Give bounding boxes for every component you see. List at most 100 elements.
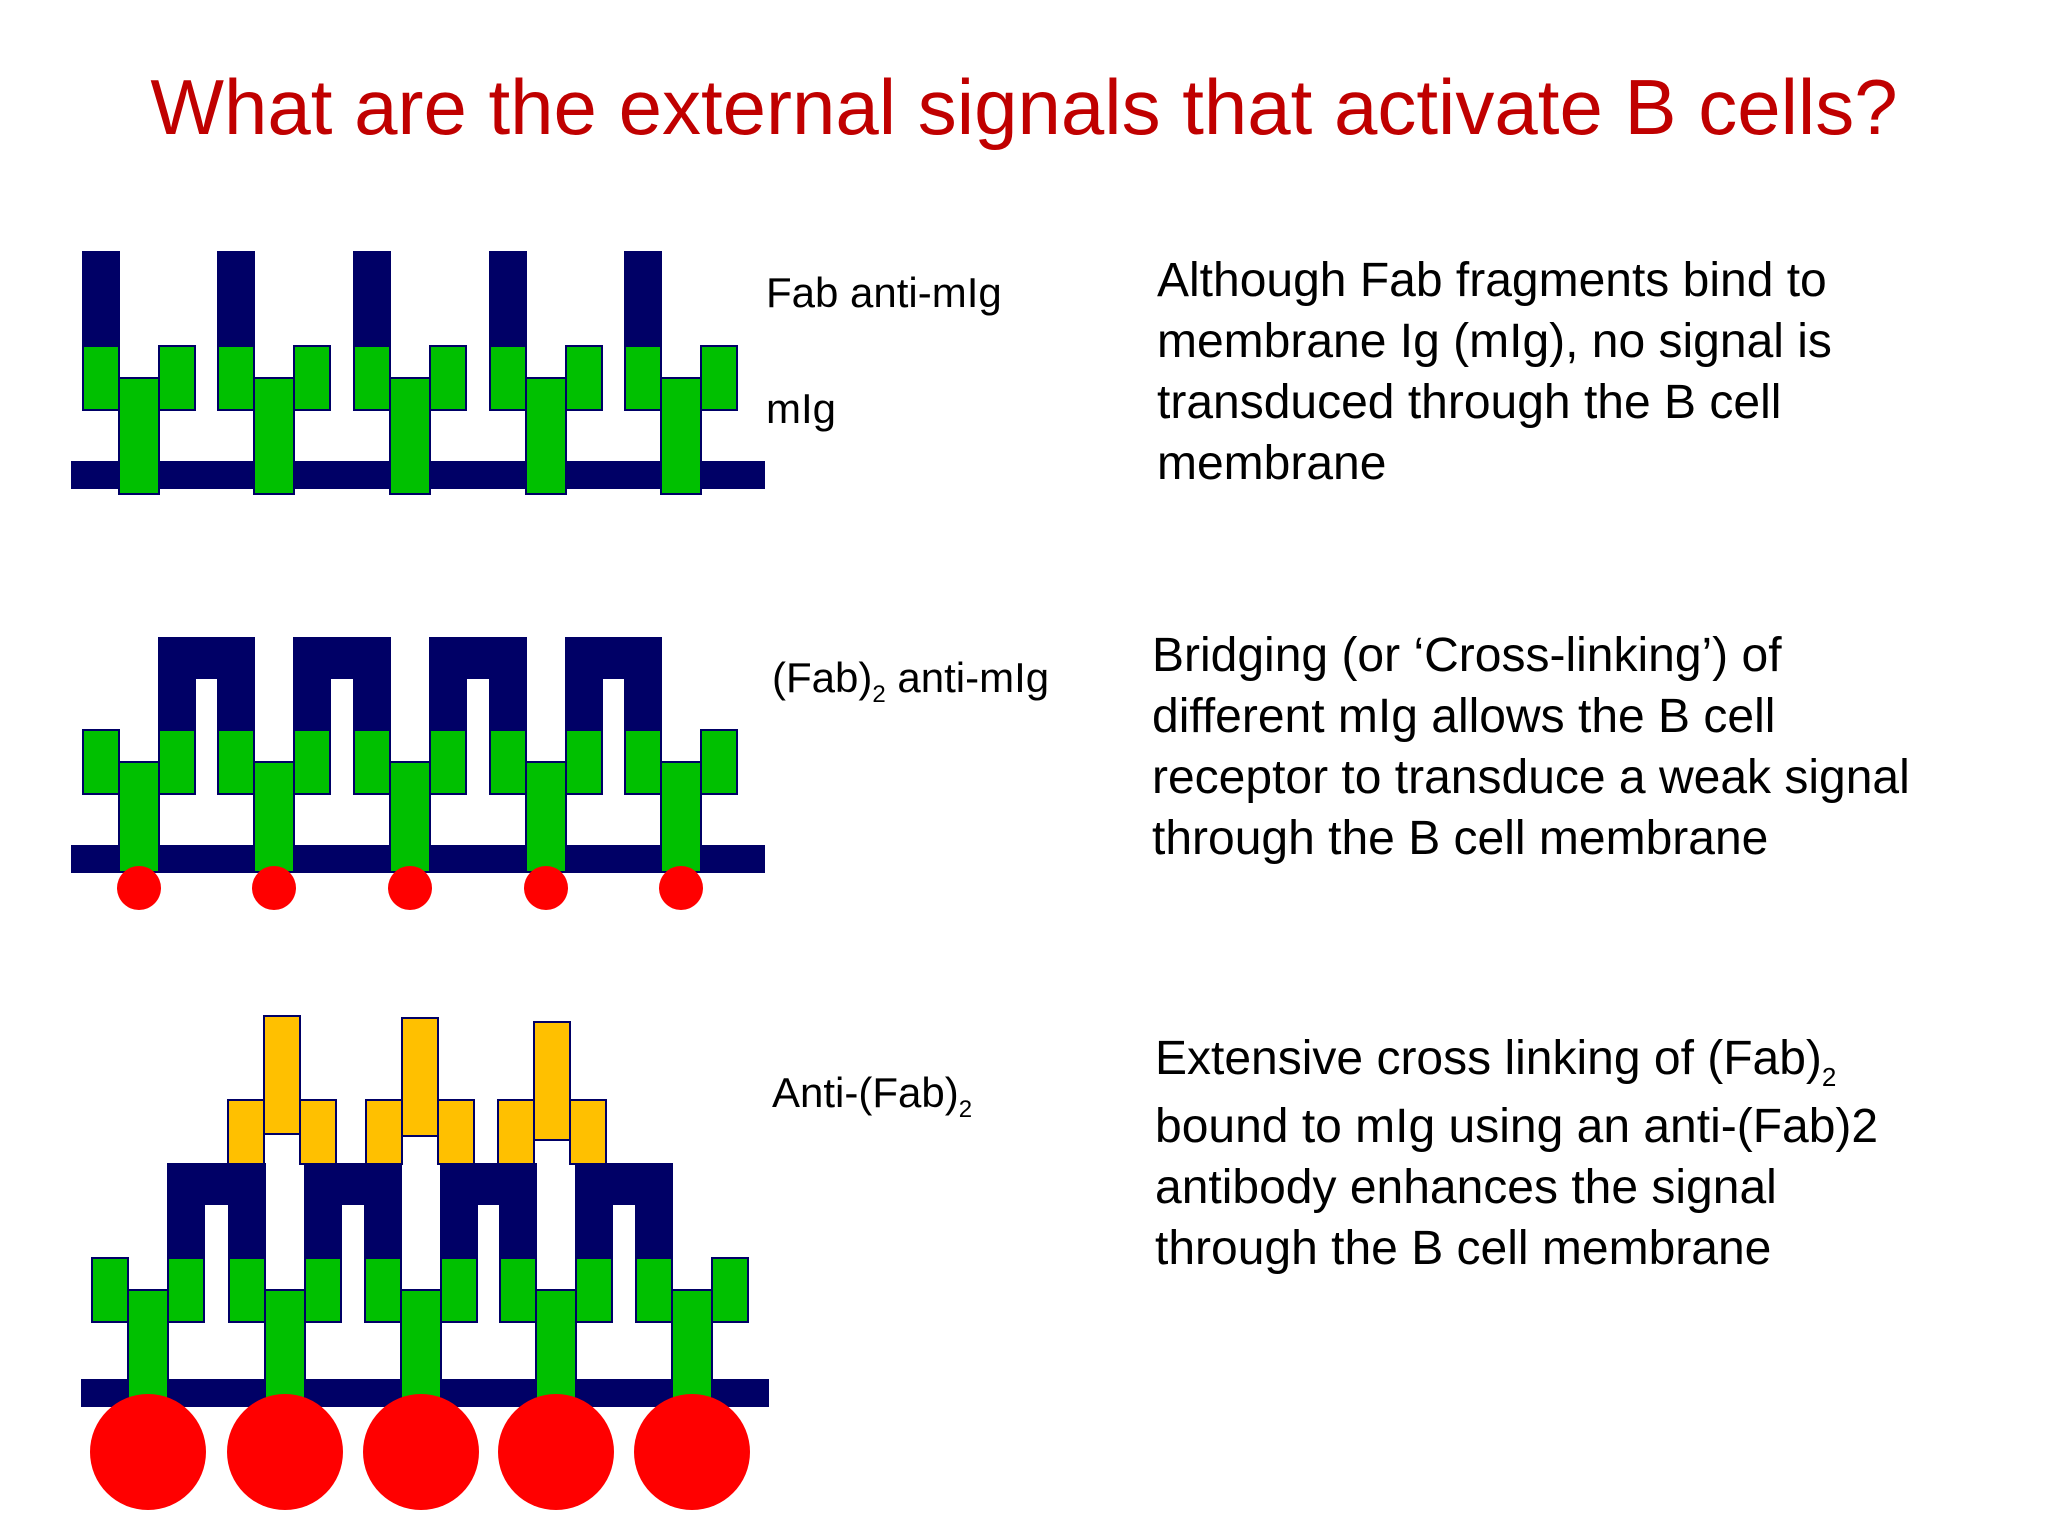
signal-dot xyxy=(659,866,703,910)
description-line: receptor to transduce a weak signal xyxy=(1152,751,1910,804)
description-line: Bridging (or ‘Cross-linking’) of xyxy=(1152,629,1782,682)
page-title: What are the external signals that activ… xyxy=(150,63,1898,151)
panel-anti-fab2 xyxy=(81,1015,769,1510)
signal-dot xyxy=(90,1394,206,1510)
anti-fab2-arm-left xyxy=(365,1099,403,1165)
mig-arm-left xyxy=(217,729,255,795)
mig-stem xyxy=(118,377,160,495)
mig-stem xyxy=(525,761,567,873)
mig-arm-right xyxy=(575,1257,613,1323)
anti-fab2-arm-right xyxy=(299,1099,337,1165)
mig-stem xyxy=(264,1289,306,1401)
mig-arm-left xyxy=(353,345,391,411)
fab-fragment xyxy=(82,251,120,347)
fab2-bridge xyxy=(565,637,662,679)
fab-fragment xyxy=(489,251,527,347)
anti-fab2-stem xyxy=(401,1017,439,1137)
label-text: anti-mIg xyxy=(885,654,1050,701)
mig-stem xyxy=(660,377,702,495)
description-line: antibody enhances the signal xyxy=(1155,1161,1777,1214)
panel-fab2-anti-mig xyxy=(71,637,765,910)
label-text: (Fab) xyxy=(772,654,873,701)
description-line: Although Fab fragments bind to xyxy=(1157,254,1827,307)
signal-dot xyxy=(227,1394,343,1510)
signal-dot xyxy=(388,866,432,910)
mig-stem xyxy=(118,761,160,873)
mig-stem xyxy=(671,1289,713,1401)
mig-arm-left xyxy=(217,345,255,411)
label-mig: mIg xyxy=(766,385,837,432)
signal-dot xyxy=(252,866,296,910)
mig-arm-right xyxy=(565,345,603,411)
anti-fab2-arm-left xyxy=(227,1099,265,1165)
mig-arm-right xyxy=(565,729,603,795)
fab2-bridge xyxy=(440,1163,537,1205)
signal-dot xyxy=(524,866,568,910)
panel-fab-anti-mig xyxy=(71,251,765,495)
description-text: Extensive cross linking of (Fab) xyxy=(1155,1032,1822,1085)
mig-arm-right xyxy=(167,1257,205,1323)
subscript: 2 xyxy=(1821,1062,1837,1092)
fab2-bridge xyxy=(158,637,255,679)
description-panel-1: Although Fab fragments bind to membrane … xyxy=(1157,250,1832,494)
label-fab-anti-mig: Fab anti-mIg xyxy=(766,269,1002,316)
mig-arm-right xyxy=(429,345,467,411)
mig-arm-right xyxy=(293,729,331,795)
description-line: membrane xyxy=(1157,437,1387,490)
mig-arm-left xyxy=(624,345,662,411)
fab-fragment xyxy=(624,251,662,347)
fab2-bridge xyxy=(429,637,527,679)
description-line: different mIg allows the B cell xyxy=(1152,690,1776,743)
anti-fab2-stem xyxy=(533,1021,571,1141)
fab-fragment xyxy=(353,251,391,347)
fab-fragment xyxy=(217,251,255,347)
description-line: transduced through the B cell xyxy=(1157,376,1782,429)
fab2-bridge xyxy=(304,1163,402,1205)
mig-stem xyxy=(389,377,431,495)
mig-arm-right xyxy=(158,345,196,411)
mig-arm-right xyxy=(440,1257,478,1323)
subscript: 2 xyxy=(872,681,886,708)
description-panel-2: Bridging (or ‘Cross-linking’) of differe… xyxy=(1152,625,1910,869)
signal-dot xyxy=(117,866,161,910)
subscript: 2 xyxy=(958,1096,973,1123)
mig-arm-left xyxy=(364,1257,402,1323)
mig-stem xyxy=(253,377,295,495)
mig-stem xyxy=(525,377,567,495)
description-panel-3: Extensive cross linking of (Fab)2 bound … xyxy=(1155,1028,1878,1279)
description-line: Extensive cross linking of (Fab)2 xyxy=(1155,1028,1878,1096)
signal-dot xyxy=(498,1394,614,1510)
mig-arm-left xyxy=(353,729,391,795)
mig-stem xyxy=(400,1289,442,1401)
fab2-bridge xyxy=(293,637,391,679)
anti-fab2-arm-left xyxy=(497,1099,535,1165)
label-text: Anti-(Fab) xyxy=(772,1069,959,1116)
mig-arm-right xyxy=(293,345,331,411)
mig-stem xyxy=(127,1289,169,1401)
mig-stem xyxy=(389,761,431,873)
fab2-bridge xyxy=(167,1163,266,1205)
mig-arm-left xyxy=(82,345,120,411)
mig-stem xyxy=(535,1289,577,1401)
mig-arm-left xyxy=(82,729,120,795)
mig-arm-left xyxy=(228,1257,266,1323)
mig-arm-left xyxy=(489,729,527,795)
mig-arm-right xyxy=(304,1257,342,1323)
mig-arm-right xyxy=(700,345,738,411)
description-line: through the B cell membrane xyxy=(1155,1222,1772,1275)
description-line: membrane Ig (mIg), no signal is xyxy=(1157,315,1832,368)
fab2-bridge xyxy=(575,1163,673,1205)
mig-stem xyxy=(253,761,295,873)
description-line: bound to mIg using an anti-(Fab)2 xyxy=(1155,1100,1879,1153)
mig-arm-left xyxy=(624,729,662,795)
anti-fab2-arm-right xyxy=(437,1099,475,1165)
mig-arm-right xyxy=(429,729,467,795)
mig-arm-left xyxy=(91,1257,129,1323)
mig-arm-right xyxy=(700,729,738,795)
mig-arm-left xyxy=(635,1257,673,1323)
mig-arm-left xyxy=(499,1257,537,1323)
description-line: through the B cell membrane xyxy=(1152,812,1769,865)
mig-stem xyxy=(660,761,702,873)
mig-arm-right xyxy=(158,729,196,795)
